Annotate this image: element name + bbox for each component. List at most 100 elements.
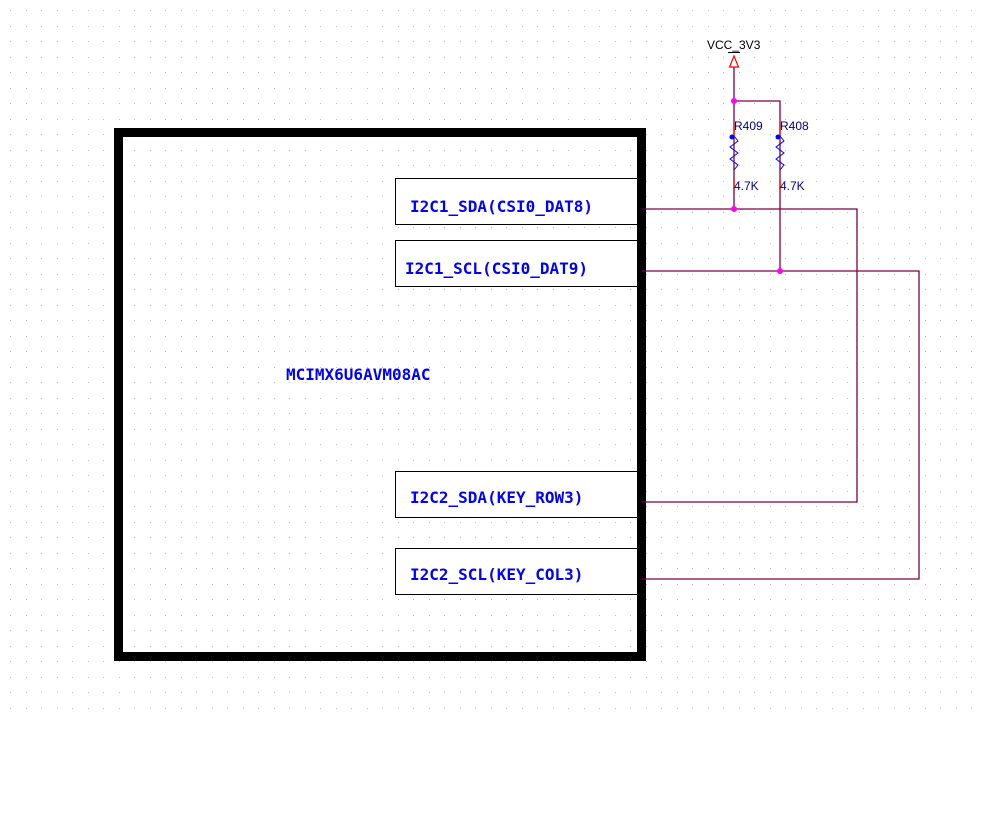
grid-dot	[10, 615, 11, 616]
grid-dot	[816, 646, 817, 647]
grid-dot	[878, 429, 879, 430]
grid-dot	[305, 181, 306, 182]
grid-dot	[785, 506, 786, 507]
grid-dot	[181, 475, 182, 476]
grid-dot	[956, 584, 957, 585]
grid-dot	[305, 444, 306, 445]
grid-dot	[72, 429, 73, 430]
grid-dot	[351, 88, 352, 89]
grid-dot	[739, 537, 740, 538]
grid-dot	[258, 599, 259, 600]
grid-dot	[971, 72, 972, 73]
chip-part-number: MCIMX6U6AVM08AC	[286, 365, 431, 384]
grid-dot	[692, 537, 693, 538]
grid-dot	[57, 491, 58, 492]
grid-dot	[770, 506, 771, 507]
grid-dot	[863, 212, 864, 213]
grid-dot	[739, 196, 740, 197]
grid-dot	[770, 305, 771, 306]
grid-dot	[661, 382, 662, 383]
grid-dot	[382, 537, 383, 538]
grid-dot	[336, 72, 337, 73]
grid-dot	[150, 72, 151, 73]
power-arrow-icon	[728, 54, 740, 68]
grid-dot	[243, 382, 244, 383]
grid-dot	[785, 646, 786, 647]
resistor-designator: R409	[734, 119, 763, 133]
wire-r408[interactable]	[734, 100, 781, 271]
grid-dot	[134, 584, 135, 585]
grid-dot	[88, 351, 89, 352]
grid-dot	[227, 413, 228, 414]
grid-dot	[103, 708, 104, 709]
pin-box	[395, 548, 638, 595]
grid-dot	[382, 630, 383, 631]
grid-dot	[150, 661, 151, 662]
grid-dot	[351, 103, 352, 104]
grid-dot	[677, 630, 678, 631]
grid-dot	[894, 274, 895, 275]
grid-dot	[289, 336, 290, 337]
grid-dot	[367, 320, 368, 321]
grid-dot	[413, 537, 414, 538]
grid-dot	[212, 661, 213, 662]
grid-dot	[630, 382, 631, 383]
grid-dot	[413, 320, 414, 321]
grid-dot	[382, 320, 383, 321]
resistor-r408[interactable]: R408 4.7K	[775, 119, 810, 193]
grid-dot	[26, 475, 27, 476]
grid-dot	[196, 553, 197, 554]
grid-dot	[863, 258, 864, 259]
grid-dot	[150, 429, 151, 430]
grid-dot	[909, 537, 910, 538]
grid-dot	[460, 351, 461, 352]
wire-sda-net[interactable]	[642, 208, 858, 503]
grid-dot	[320, 57, 321, 58]
grid-dot	[909, 181, 910, 182]
grid-dot	[708, 57, 709, 58]
grid-dot	[770, 630, 771, 631]
grid-dot	[72, 692, 73, 693]
grid-dot	[692, 568, 693, 569]
grid-dot	[925, 227, 926, 228]
power-symbol-vcc[interactable]: VCC_3V3	[707, 38, 761, 68]
grid-dot	[584, 413, 585, 414]
grid-dot	[150, 26, 151, 27]
resistor-r409[interactable]: R409 4.7K	[729, 119, 764, 193]
grid-dot	[444, 88, 445, 89]
grid-dot	[491, 10, 492, 11]
grid-dot	[630, 708, 631, 709]
grid-dot	[584, 599, 585, 600]
grid-dot	[150, 553, 151, 554]
grid-dot	[398, 615, 399, 616]
pin-i2c2-sda[interactable]: I2C2_SDA(KEY_ROW3)	[395, 471, 638, 518]
grid-dot	[708, 150, 709, 151]
grid-dot	[165, 165, 166, 166]
grid-dot	[677, 88, 678, 89]
grid-dot	[103, 413, 104, 414]
grid-dot	[103, 584, 104, 585]
grid-dot	[88, 119, 89, 120]
grid-dot	[413, 41, 414, 42]
grid-dot	[832, 367, 833, 368]
chip-body[interactable]	[114, 128, 646, 661]
grid-dot	[754, 661, 755, 662]
grid-dot	[940, 677, 941, 678]
grid-dot	[754, 553, 755, 554]
wire-scl-net[interactable]	[642, 270, 920, 580]
grid-dot	[816, 599, 817, 600]
grid-dot	[165, 367, 166, 368]
grid-dot	[134, 119, 135, 120]
grid-dot	[57, 584, 58, 585]
grid-dot	[274, 661, 275, 662]
pin-i2c1-scl[interactable]: I2C1_SCL(CSI0_DAT9)	[395, 240, 638, 287]
grid-dot	[491, 677, 492, 678]
pin-i2c1-sda[interactable]: I2C1_SDA(CSI0_DAT8)	[395, 178, 638, 225]
grid-dot	[646, 227, 647, 228]
pin-i2c2-scl[interactable]: I2C2_SCL(KEY_COL3)	[395, 548, 638, 595]
grid-dot	[568, 227, 569, 228]
grid-dot	[568, 413, 569, 414]
grid-dot	[801, 599, 802, 600]
grid-dot	[847, 88, 848, 89]
grid-dot	[553, 165, 554, 166]
